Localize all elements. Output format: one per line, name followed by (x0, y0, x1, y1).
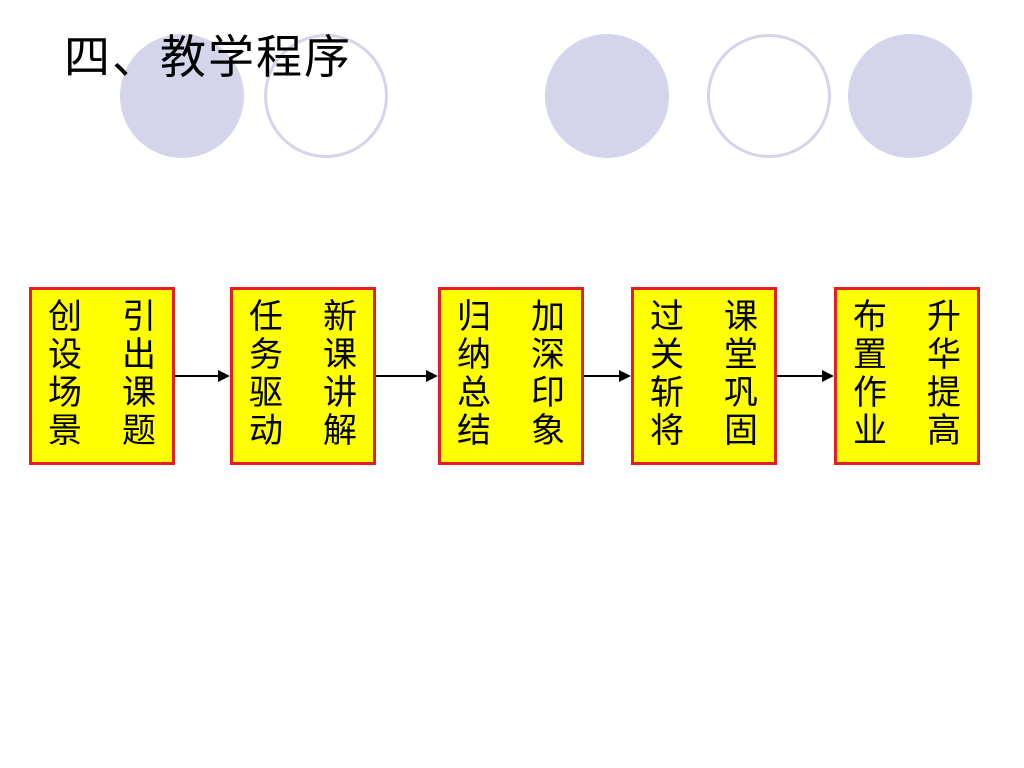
step-column-right: 加深印象 (531, 298, 565, 462)
flow-arrow (777, 366, 834, 386)
step-column-right: 升华提高 (927, 298, 961, 462)
step-character: 升 (927, 297, 961, 337)
step-box: 创设场景 引出课题 (29, 287, 175, 465)
step-character: 动 (249, 411, 283, 451)
step-character: 务 (249, 335, 283, 375)
step-character: 结 (457, 411, 491, 451)
step-character: 纳 (457, 335, 491, 375)
step-character: 高 (927, 411, 961, 451)
flow-arrow (175, 366, 230, 386)
step-character: 加 (531, 297, 565, 337)
step-character: 课 (323, 335, 357, 375)
step-column-left: 布置作业 (853, 298, 887, 462)
step-column-left: 归纳总结 (457, 298, 491, 462)
step-character: 巩 (724, 373, 758, 413)
step-character: 深 (531, 335, 565, 375)
step-character: 斩 (650, 373, 684, 413)
step-character: 置 (853, 335, 887, 375)
step-character: 场 (48, 373, 82, 413)
step-character: 布 (853, 297, 887, 337)
step-character: 固 (724, 411, 758, 451)
step-box: 任务驱动 新课讲解 (230, 287, 376, 465)
decorative-circle (848, 34, 972, 158)
step-character: 总 (457, 373, 491, 413)
step-character: 提 (927, 373, 961, 413)
step-character: 驱 (249, 373, 283, 413)
step-character: 引 (122, 297, 156, 337)
decorative-circle (120, 34, 244, 158)
step-box: 过关斩将 课堂巩固 (631, 287, 777, 465)
step-character: 将 (650, 411, 684, 451)
step-character: 印 (531, 373, 565, 413)
step-character: 设 (48, 335, 82, 375)
step-character: 景 (48, 411, 82, 451)
step-column-right: 课堂巩固 (724, 298, 758, 462)
step-character: 解 (323, 411, 357, 451)
step-character: 归 (457, 297, 491, 337)
decorative-circle (545, 34, 669, 158)
step-character: 过 (650, 297, 684, 337)
step-character: 任 (249, 297, 283, 337)
step-column-left: 过关斩将 (650, 298, 684, 462)
slide-title: 四、教学程序 (64, 30, 352, 84)
flow-arrow (584, 366, 631, 386)
step-character: 业 (853, 411, 887, 451)
step-character: 创 (48, 297, 82, 337)
step-character: 象 (531, 411, 565, 451)
step-box: 布置作业 升华提高 (834, 287, 980, 465)
step-character: 新 (323, 297, 357, 337)
step-character: 讲 (323, 373, 357, 413)
flow-arrow (376, 366, 438, 386)
step-column-left: 任务驱动 (249, 298, 283, 462)
step-character: 课 (724, 297, 758, 337)
decorative-circle (264, 34, 388, 158)
step-column-right: 新课讲解 (323, 298, 357, 462)
step-character: 课 (122, 373, 156, 413)
step-character: 堂 (724, 335, 758, 375)
step-character: 关 (650, 335, 684, 375)
step-box: 归纳总结 加深印象 (438, 287, 584, 465)
step-column-left: 创设场景 (48, 298, 82, 462)
step-column-right: 引出课题 (122, 298, 156, 462)
step-character: 作 (853, 373, 887, 413)
decorative-circle (707, 34, 831, 158)
step-character: 题 (122, 411, 156, 451)
step-character: 出 (122, 335, 156, 375)
step-character: 华 (927, 335, 961, 375)
